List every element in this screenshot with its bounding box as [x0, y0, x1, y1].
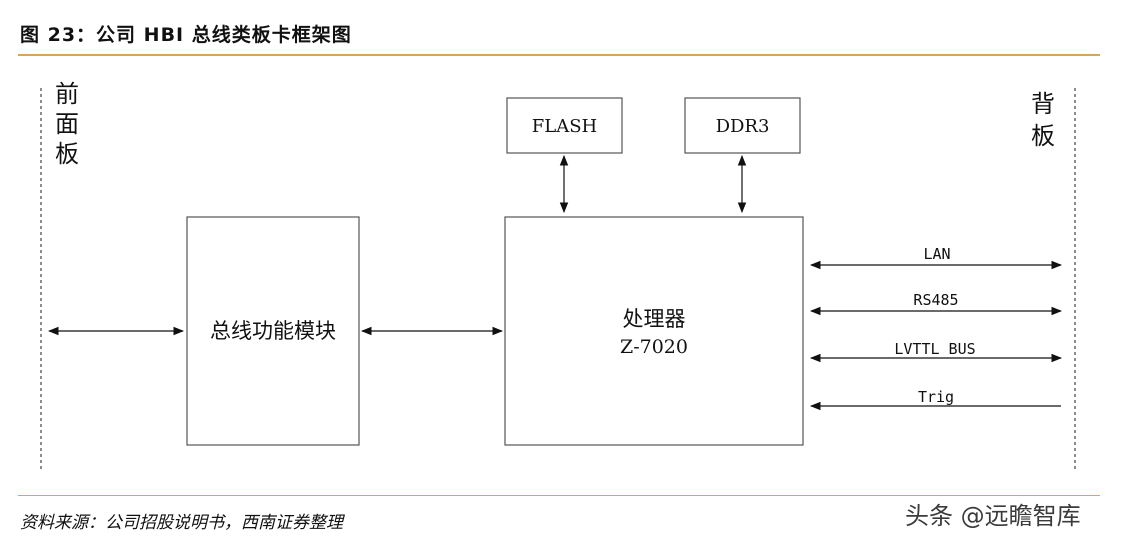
- front-panel-label: 前 面 板: [55, 80, 87, 168]
- back-panel-label: 背 板: [1031, 90, 1063, 150]
- bottom-divider: [18, 495, 1100, 496]
- processor-label: 处理器: [623, 307, 686, 331]
- watermark: 头条 @远瞻智库: [905, 502, 1081, 530]
- signal-lan: LAN: [809, 245, 1063, 270]
- signal-label-lan: LAN: [923, 245, 950, 263]
- signal-trig: Trig: [809, 388, 1061, 411]
- processor-box: [504, 216, 804, 446]
- signal-label-rs485: RS485: [913, 291, 958, 309]
- flash-label: FLASH: [532, 116, 597, 137]
- top-divider: [18, 54, 1100, 56]
- processor-model-label: Z-7020: [620, 336, 688, 358]
- bus-function-module-box: [186, 216, 360, 446]
- signal-lvttl-bus: LVTTL BUS: [809, 340, 1063, 363]
- signal-rs485: RS485: [809, 291, 1063, 316]
- ddr3-label: DDR3: [716, 116, 770, 137]
- signal-label-trig: Trig: [918, 388, 954, 406]
- bus-function-module-label: 总线功能模块: [210, 319, 336, 343]
- page-title: 图 23：公司 HBI 总线类板卡框架图: [20, 24, 352, 46]
- flash-box: [506, 97, 623, 154]
- source-note: 资料来源：公司招股说明书，西南证券整理: [20, 513, 343, 533]
- signal-label-lvttl-bus: LVTTL BUS: [894, 340, 975, 358]
- ddr3-box: [684, 97, 801, 154]
